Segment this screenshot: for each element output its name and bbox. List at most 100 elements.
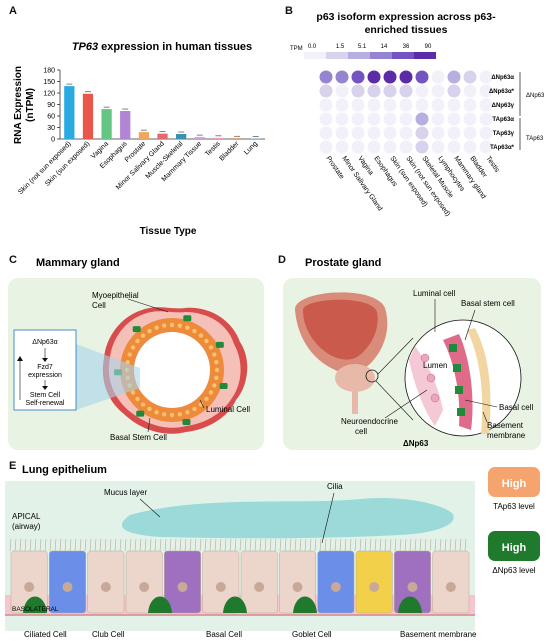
cilium bbox=[329, 538, 332, 552]
basal-stem-cell bbox=[453, 364, 461, 372]
panel-d-letter: D bbox=[278, 254, 286, 266]
luminal-cell-nucleus bbox=[185, 410, 190, 415]
heatmap-cell bbox=[479, 112, 493, 126]
cilium bbox=[159, 538, 162, 552]
prostate-shape bbox=[335, 364, 375, 392]
heatmap-cell bbox=[479, 70, 493, 84]
luminal-cell-nucleus bbox=[135, 396, 140, 402]
cilium bbox=[374, 538, 377, 552]
heatmap-cell bbox=[383, 126, 397, 140]
luminal-cell-nucleus bbox=[204, 396, 209, 402]
cilium bbox=[54, 538, 57, 552]
basal-stem-cell-label: Basal Stem Cell bbox=[110, 433, 167, 442]
luminal-cell-nucleus bbox=[130, 345, 136, 350]
cilium bbox=[179, 538, 182, 552]
basal-stem-cell bbox=[457, 408, 465, 416]
heatmap-cell bbox=[351, 70, 365, 84]
luminal-cell-nucleus bbox=[208, 390, 214, 395]
heatmap-cell bbox=[367, 98, 381, 112]
dnp63-legend-high: High bbox=[502, 542, 527, 554]
cell-nucleus bbox=[330, 582, 341, 592]
heatmap-cell bbox=[431, 84, 445, 98]
cell-nucleus bbox=[100, 582, 111, 592]
cilium bbox=[129, 538, 132, 552]
cilium bbox=[274, 538, 277, 552]
cilium bbox=[234, 538, 237, 552]
isoform-heatmap: p63 isoform expression across p63- enric… bbox=[290, 11, 545, 218]
cell-nucleus bbox=[139, 582, 150, 592]
bar-chart-y-tick-label: 90 bbox=[47, 102, 55, 109]
heatmap-cell bbox=[367, 140, 381, 154]
heatmap-cell bbox=[463, 98, 477, 112]
cilium bbox=[199, 538, 202, 552]
heatmap-cell bbox=[335, 84, 349, 98]
ciliated-cell bbox=[432, 550, 470, 614]
heatmap-row-label: ΔNp63α* bbox=[489, 89, 515, 95]
cilium bbox=[49, 538, 52, 552]
cilium bbox=[219, 538, 222, 552]
cilium bbox=[369, 538, 372, 552]
basal-stem-cell bbox=[183, 315, 192, 322]
heatmap-cell bbox=[319, 126, 333, 140]
cilium bbox=[429, 538, 432, 552]
mammary-lumen bbox=[134, 332, 210, 408]
heatmap-cell bbox=[415, 70, 429, 84]
cilium bbox=[119, 538, 122, 552]
luminal-cell-nucleus bbox=[147, 406, 152, 412]
cilium bbox=[139, 538, 142, 552]
luminal-cell-nucleus bbox=[198, 402, 204, 407]
luminal-cell-nucleus bbox=[147, 328, 152, 334]
mammary-gland-panel: Mammary gland ΔNp63α Fzd7 expression Ste… bbox=[8, 257, 264, 450]
cilium bbox=[134, 538, 137, 552]
heatmap-cell bbox=[367, 126, 381, 140]
heatmap-cell bbox=[367, 112, 381, 126]
basement-membrane-label: Basement bbox=[487, 421, 524, 430]
cilium bbox=[344, 538, 347, 552]
cilium bbox=[34, 538, 37, 552]
cilium bbox=[84, 538, 87, 552]
heatmap-legend-swatch bbox=[414, 52, 436, 59]
cilium bbox=[104, 538, 107, 552]
heatmap-cell bbox=[447, 140, 461, 154]
ciliated-cell-label: Ciliated Cell bbox=[24, 630, 67, 639]
bar bbox=[82, 93, 94, 139]
basal-stem-cell bbox=[215, 341, 224, 348]
heatmap-cell bbox=[399, 98, 413, 112]
heatmap-title-2: enriched tissues bbox=[365, 24, 448, 36]
heatmap-cell bbox=[351, 112, 365, 126]
cilium bbox=[394, 538, 397, 552]
heatmap-cell bbox=[351, 140, 365, 154]
luminal-cell-nucleus bbox=[185, 325, 190, 330]
tap63-group-label: TAp63 bbox=[526, 136, 544, 142]
cilium bbox=[349, 538, 352, 552]
heatmap-cell bbox=[383, 70, 397, 84]
cilium bbox=[314, 538, 317, 552]
heatmap-cell bbox=[447, 84, 461, 98]
bar bbox=[194, 137, 205, 139]
basal-stem-cell bbox=[455, 386, 463, 394]
heatmap-cell bbox=[431, 140, 445, 154]
lumen-label: Lumen bbox=[423, 361, 447, 370]
heatmap-cell bbox=[463, 112, 477, 126]
cilium bbox=[284, 538, 287, 552]
cilium bbox=[144, 538, 147, 552]
bar bbox=[64, 86, 75, 139]
cilium bbox=[69, 538, 72, 552]
heatmap-legend-tick: 1.5 bbox=[336, 44, 345, 50]
bar-chart-x-tick-label: Lung bbox=[243, 140, 259, 156]
mucus-layer bbox=[121, 497, 454, 539]
luminal-cell bbox=[426, 373, 436, 383]
basal-stem-cell bbox=[449, 344, 457, 352]
dnp63-group-label: ΔNp63 bbox=[526, 93, 545, 99]
cilium bbox=[154, 538, 157, 552]
cilium bbox=[9, 538, 12, 552]
cilium bbox=[229, 538, 232, 552]
zoom-source-circle bbox=[365, 369, 379, 383]
cilium bbox=[189, 538, 192, 552]
tap63-legend-swatch bbox=[488, 467, 540, 497]
myoepithelial-label-2: Cell bbox=[92, 301, 106, 310]
prostate-gland-panel: Prostate gland Luminal cell Basal stem c… bbox=[283, 257, 541, 450]
heatmap-title-1: p63 isoform expression across p63- bbox=[316, 11, 496, 23]
cell-nucleus bbox=[254, 582, 265, 592]
heatmap-cell bbox=[367, 84, 381, 98]
